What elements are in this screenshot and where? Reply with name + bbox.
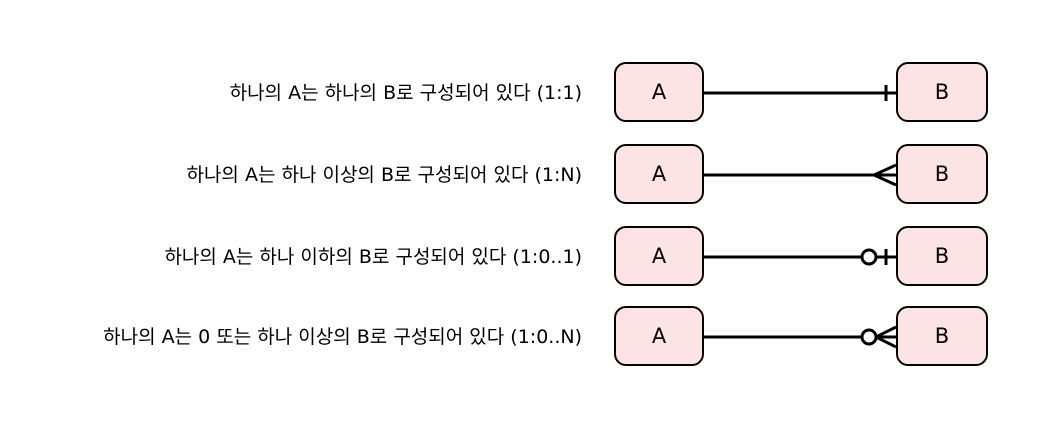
relation-label: 하나의 A는 0 또는 하나 이상의 B로 구성되어 있다 (1:0..N) — [103, 326, 582, 348]
crow-foot-marker — [870, 163, 897, 187]
entity-a-box: A — [614, 144, 704, 204]
relation-row-one-to-many: 하나의 A는 하나 이상의 B로 구성되어 있다 (1:N) A B — [0, 142, 1058, 208]
one-to-one-connector — [704, 85, 896, 101]
entity-a-box: A — [614, 306, 704, 366]
zero-or-one-connector — [704, 248, 896, 266]
zero-circle-marker — [860, 248, 878, 266]
relation-row-one-to-one: 하나의 A는 하나의 B로 구성되어 있다 (1:1) A B — [0, 60, 1058, 126]
relation-label: 하나의 A는 하나 이하의 B로 구성되어 있다 (1:0..1) — [164, 246, 582, 268]
entity-b-box: B — [896, 226, 988, 286]
entity-b-box: B — [896, 62, 988, 122]
entity-a-box: A — [614, 62, 704, 122]
zero-circle-marker — [860, 328, 878, 346]
zero-or-many-connector — [704, 325, 897, 349]
relation-row-one-to-zero-or-one: 하나의 A는 하나 이하의 B로 구성되어 있다 (1:0..1) A B — [0, 224, 1058, 290]
relation-row-one-to-zero-or-many: 하나의 A는 0 또는 하나 이상의 B로 구성되어 있다 (1:0..N) A… — [0, 304, 1058, 370]
entity-a-box: A — [614, 226, 704, 286]
one-to-many-connector — [704, 163, 897, 187]
entity-b-box: B — [896, 306, 988, 366]
relation-label: 하나의 A는 하나의 B로 구성되어 있다 (1:1) — [229, 82, 582, 104]
entity-b-box: B — [896, 144, 988, 204]
relation-label: 하나의 A는 하나 이상의 B로 구성되어 있다 (1:N) — [186, 164, 582, 186]
